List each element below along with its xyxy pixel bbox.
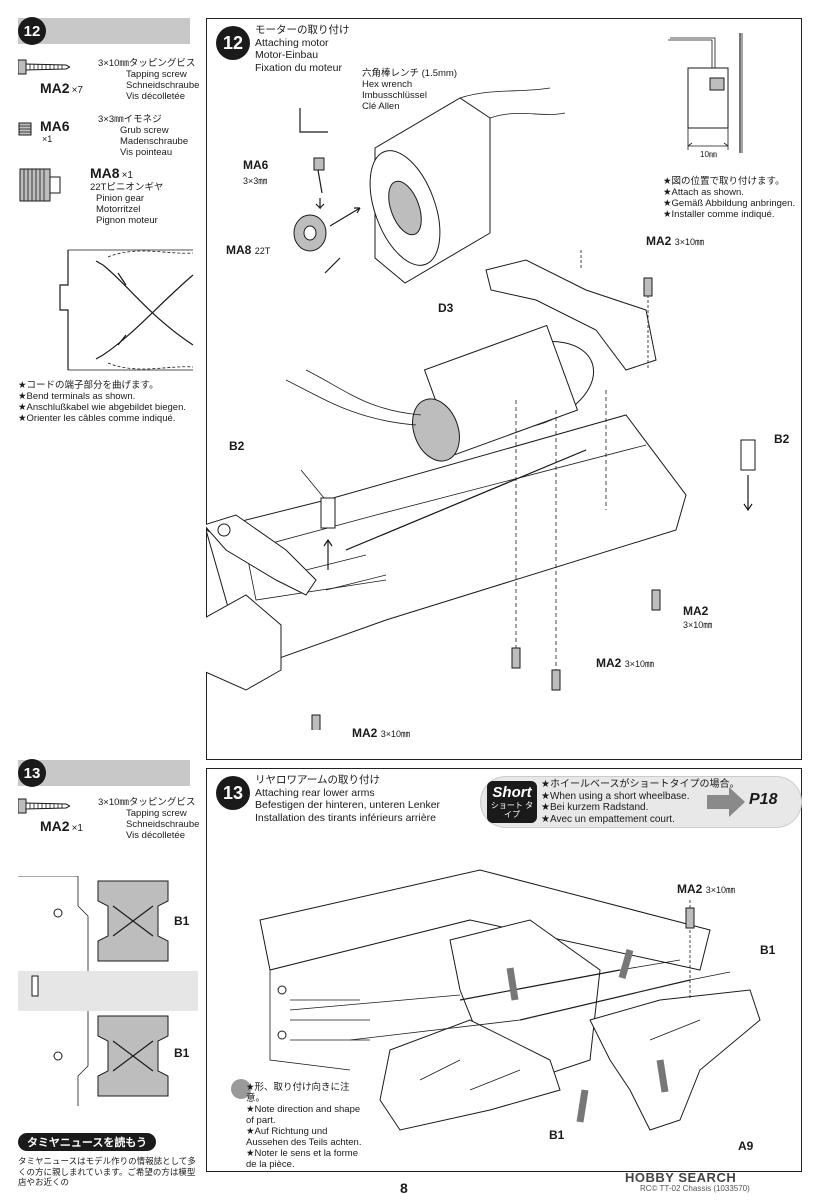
ma6-callout: MA6: [243, 158, 269, 172]
page-number: 8: [400, 1180, 408, 1196]
ma2-callout-right: MA2 3×10㎜: [683, 604, 713, 630]
short-wheelbase-text: ★ホイールベースがショートタイプの場合。 ★When using a short…: [541, 779, 740, 825]
step13-header-bar: [18, 760, 190, 786]
step13-title: リヤロワアームの取り付け Attaching rear lower arms B…: [255, 774, 441, 824]
ma2-callout-middle: MA2 3×10㎜: [596, 656, 654, 670]
step12-number-badge: 12: [18, 17, 46, 45]
part-desc-ma2: 3×10㎜タッピングビス Tapping screw Schneidschrau…: [98, 58, 200, 102]
tapping-screw-icon-13: [18, 798, 70, 814]
motor-pinion-illustration: [293, 87, 566, 284]
hex-wrench-icon: [299, 108, 328, 133]
short-badge: Short ショート タイプ: [487, 781, 537, 823]
part-code-ma2-13: MA2×1: [40, 818, 83, 834]
b1-bottom-callout: B1: [174, 1046, 190, 1060]
d3-callout: D3: [438, 301, 454, 315]
motor-position-inset: [668, 33, 743, 153]
short-wheelbase-box: Short ショート タイプ ★ホイールベースがショートタイプの場合。 ★Whe…: [480, 776, 802, 828]
part-code-ma8: MA8×1: [90, 165, 133, 181]
chassis-motor-illustration: [206, 250, 756, 730]
ma2-callout-13: MA2 3×10㎜: [677, 882, 735, 896]
tamiya-news-text: タミヤニュースはモデル作りの情報誌として多くの方に親しまれています。ご希望の方は…: [18, 1156, 196, 1187]
arrow-right-icon[interactable]: [707, 787, 747, 817]
page-ref-p18[interactable]: P18: [749, 791, 778, 808]
direction-shape-note: ★形、取り付け向きに注意。 ★Note direction and shape …: [246, 1082, 362, 1170]
tamiya-news-tag: タミヤニュースを読もう: [18, 1133, 156, 1151]
part-desc-ma2-13: 3×10㎜タッピングビス Tapping screw Schneidschrau…: [98, 797, 200, 841]
ma8-callout: MA8 22T: [226, 243, 271, 257]
tapping-screw-icon: [18, 59, 70, 75]
b2-left-callout: B2: [229, 439, 245, 453]
ma2-callout-bottom: MA2 3×10㎜: [352, 726, 410, 740]
part-desc-ma8: 22Tピニオンギヤ Pinion gear Motorritzel Pignon…: [90, 182, 164, 226]
bend-terminals-illustration: [59, 249, 194, 371]
bend-terminals-note: ★コードの端子部分を曲げます。 ★Bend terminals as shown…: [18, 380, 187, 424]
step13-big-number: 13: [216, 776, 250, 810]
step12-header-bar: [18, 18, 190, 44]
rear-arms-inset: [18, 876, 198, 1106]
dim-10mm: 10㎜: [700, 150, 717, 159]
part-code-ma2: MA2×7: [40, 80, 83, 96]
b1-top-callout: B1: [174, 914, 190, 928]
step12-title: モーターの取り付け Attaching motor Motor-Einbau F…: [255, 24, 350, 74]
ma6-size: 3×3㎜: [243, 176, 268, 186]
hobby-search-watermark: HOBBY SEARCH: [625, 1170, 737, 1185]
b2-right-callout: B2: [774, 432, 790, 446]
model-reference: RC© TT-02 Chassis (1033570): [640, 1184, 750, 1193]
a9-callout: A9: [738, 1139, 754, 1153]
step13-number-badge: 13: [18, 759, 46, 787]
pinion-gear-icon: [19, 168, 61, 202]
part-desc-ma6: 3×3㎜イモネジ Grub screw Madenschraube Vis po…: [98, 114, 189, 158]
ma2-callout-top: MA2 3×10㎜: [646, 234, 704, 248]
part-code-ma6: MA6: [40, 118, 70, 134]
hex-wrench-desc: 六角棒レンチ (1.5mm) Hex wrench Imbusschlüssel…: [362, 68, 458, 112]
grub-screw-icon: [18, 122, 32, 136]
attach-position-note: ★図の位置で取り付けます。 ★Attach as shown. ★Gemäß A…: [663, 176, 796, 220]
step12-big-number: 12: [216, 26, 250, 60]
rear-arms-illustration: [259, 869, 761, 1131]
b1-low-callout: B1: [549, 1128, 565, 1142]
part-qty-ma6: ×1: [42, 134, 53, 144]
attention-icon: [231, 1079, 251, 1099]
b1-right-callout: B1: [760, 943, 776, 957]
